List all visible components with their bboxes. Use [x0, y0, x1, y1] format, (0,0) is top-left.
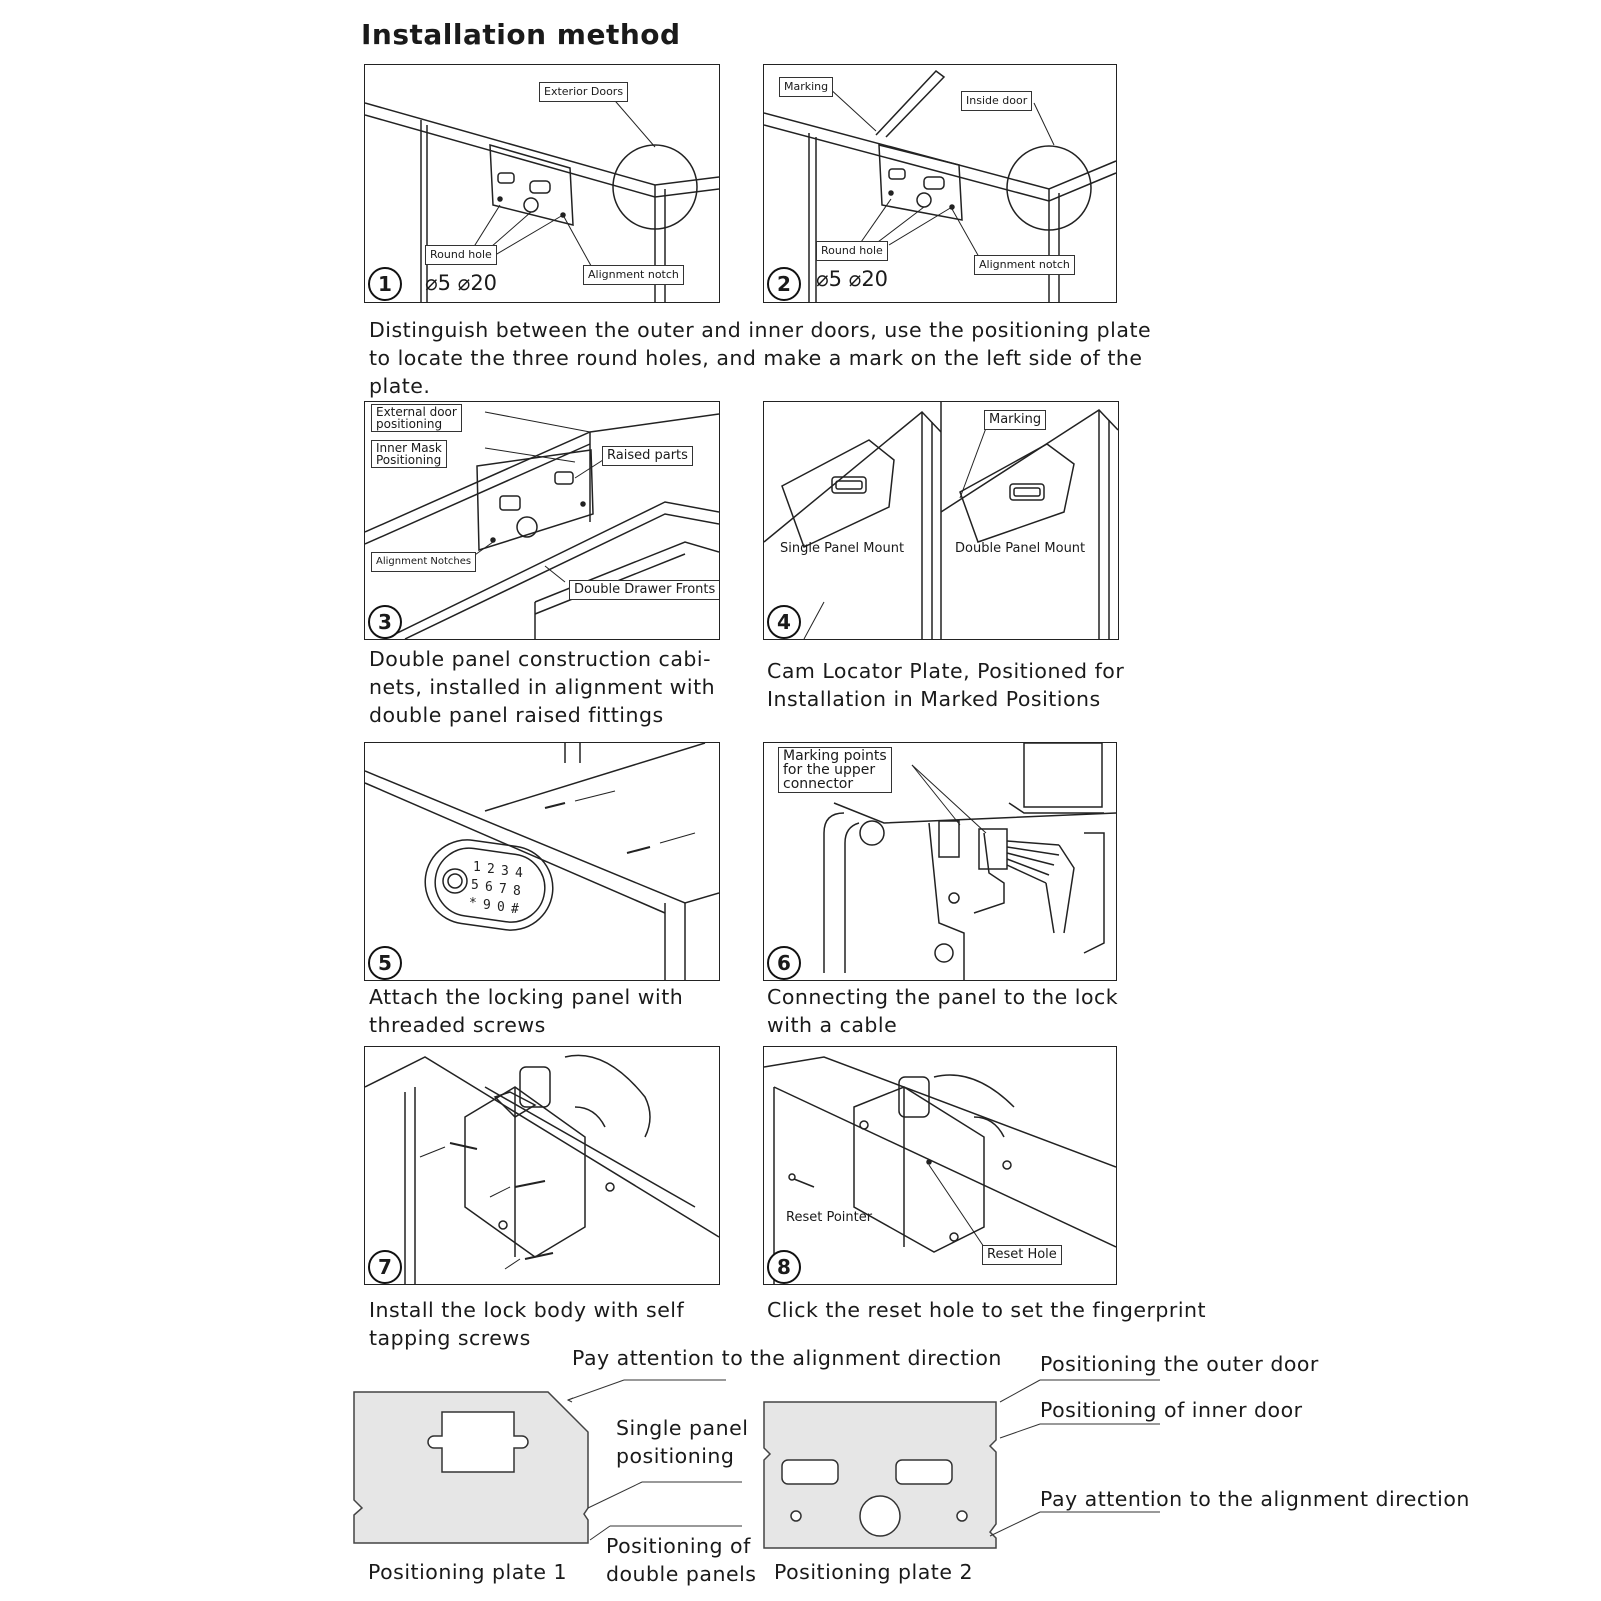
step-number: 7	[368, 1250, 402, 1284]
label-single-panel-mount: Single Panel Mount	[780, 541, 905, 556]
label-external-door-positioning: External door positioning	[371, 404, 462, 432]
svg-text:*: *	[469, 896, 477, 911]
label-alignment-notch: Alignment notch	[974, 255, 1075, 275]
note-positioning-inner-door: Positioning of inner door	[1040, 1398, 1303, 1422]
step-number: 6	[767, 946, 801, 980]
note-alignment-direction-top: Pay attention to the alignment direction	[572, 1346, 1002, 1370]
step-number: 2	[767, 267, 801, 301]
svg-text:8: 8	[513, 884, 521, 899]
label-marking: Marking	[779, 77, 834, 97]
step-6-illustration	[823, 743, 1116, 980]
label-round-hole: Round hole	[425, 245, 497, 265]
caption-step-4: Cam Locator Plate, Positioned for Instal…	[767, 659, 1125, 711]
caption-step-3: Double panel construction cabi- nets, in…	[369, 647, 716, 727]
step-3-illustration	[365, 411, 719, 639]
step-8-illustration	[764, 1056, 1116, 1284]
caption-step-5: Attach the locking panel with threaded s…	[369, 985, 684, 1037]
step-number: 5	[368, 946, 402, 980]
diameter-text: ⌀5 ⌀20	[425, 271, 498, 295]
step-8-panel: Reset Pointer Reset Hole 8	[763, 1046, 1117, 1285]
svg-text:1: 1	[473, 860, 481, 875]
label-marking-points-connector: Marking points for the upper connector	[778, 747, 892, 793]
caption-step-7: Install the lock body with self tapping …	[369, 1298, 685, 1350]
positioning-plate-2	[762, 1400, 1002, 1550]
step-3-panel: External door positioning Inner Mask Pos…	[364, 401, 720, 640]
step-6-panel: Marking points for the upper connector 6	[763, 742, 1117, 981]
step-2-panel: Marking Inside door Round hole Alignment…	[763, 64, 1117, 303]
note-alignment-direction-right: Pay attention to the alignment direction	[1040, 1487, 1470, 1511]
label-reset-pointer: Reset Pointer	[786, 1210, 873, 1225]
page-title: Installation method	[361, 18, 681, 51]
step-number: 4	[767, 605, 801, 639]
step-7-illustration	[365, 1054, 719, 1284]
label-raised-parts: Raised parts	[602, 446, 693, 466]
step-2-illustration	[764, 69, 1116, 302]
note-single-panel-positioning: Single panel positioning	[616, 1416, 749, 1468]
svg-text:5: 5	[471, 878, 479, 893]
caption-step-6: Connecting the panel to the lock with a …	[767, 985, 1119, 1037]
diameter-text: ⌀5 ⌀20	[816, 267, 889, 291]
svg-text:3: 3	[501, 864, 509, 879]
label-exterior-doors: Exterior Doors	[539, 82, 629, 102]
note-positioning-double-panels: Positioning of double panels	[606, 1534, 757, 1586]
positioning-plate-1	[352, 1390, 592, 1545]
label-marking: Marking	[984, 410, 1047, 430]
caption-step-8: Click the reset hole to set the fingerpr…	[767, 1298, 1207, 1322]
step-number: 8	[767, 1250, 801, 1284]
label-reset-hole: Reset Hole	[982, 1245, 1062, 1265]
step-4-panel: Marking Single Panel Mount Double Panel …	[763, 401, 1119, 640]
svg-text:#: #	[511, 902, 519, 917]
step-number: 1	[368, 267, 402, 301]
label-inner-mask-positioning: Inner Mask Positioning	[371, 440, 447, 468]
label-inside-door: Inside door	[961, 91, 1033, 111]
svg-text:0: 0	[497, 900, 505, 915]
step-1-panel: Exterior Doors Round hole Alignment notc…	[364, 64, 720, 303]
step-4-illustration	[764, 402, 1118, 639]
plate-1-label: Positioning plate 1	[368, 1560, 568, 1584]
step-number: 3	[368, 605, 402, 639]
label-round-hole: Round hole	[816, 241, 888, 261]
svg-text:7: 7	[499, 882, 507, 897]
caption-steps-1-2: Distinguish between the outer and inner …	[369, 318, 1152, 398]
svg-text:9: 9	[483, 898, 491, 913]
plate-2-label: Positioning plate 2	[774, 1560, 974, 1584]
step-7-panel: 7	[364, 1046, 720, 1285]
svg-text:4: 4	[515, 866, 523, 881]
label-alignment-notches: Alignment Notches	[371, 552, 477, 572]
note-positioning-outer-door: Positioning the outer door	[1040, 1352, 1319, 1376]
label-double-drawer-fronts: Double Drawer Fronts	[569, 580, 719, 600]
svg-text:6: 6	[485, 880, 493, 895]
label-alignment-notch: Alignment notch	[583, 265, 684, 285]
label-double-panel-mount: Double Panel Mount	[955, 541, 1086, 556]
svg-text:2: 2	[487, 862, 495, 877]
